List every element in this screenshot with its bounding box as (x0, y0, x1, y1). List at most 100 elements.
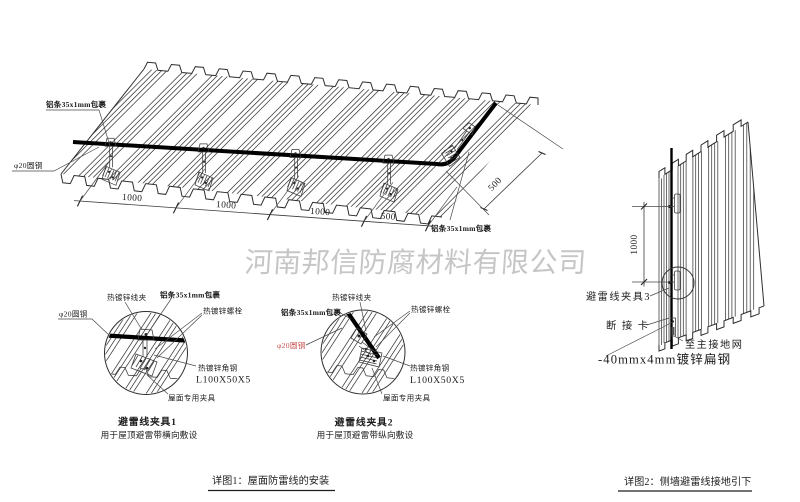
drawing-line (445, 170, 490, 216)
drawing-line (131, 355, 155, 372)
dim-1000-a: 1000 (122, 193, 143, 205)
drawing-line (175, 168, 206, 209)
drawing-line (640, 203, 648, 286)
drawing-line (154, 312, 203, 359)
wall-dim-text: 1000 (630, 234, 640, 254)
drawing-line (269, 175, 300, 215)
drawing-dot (388, 172, 391, 175)
d2-label-bolt: 热镀锌螺栓 (411, 304, 451, 314)
detail1-wire (106, 333, 186, 343)
d1-title: 避雷线夹具1 (118, 415, 177, 428)
label-strip-right: 铝条35x1mm包裹 (431, 223, 491, 233)
caption2-text: 详图2：侧墙避雷线接地引下 (624, 475, 751, 488)
drawing-line (104, 167, 110, 178)
drawing-dot (203, 160, 206, 163)
drawing-dot (295, 166, 298, 169)
drawing-line (200, 174, 205, 184)
drawing-dot (366, 354, 370, 358)
detail2-wire (343, 311, 381, 360)
d2-label-roof-clamp: 屋面专用夹具 (383, 393, 430, 403)
drawing-line (202, 151, 206, 173)
wall-left-edge (658, 178, 662, 345)
drawing-dot (357, 334, 361, 338)
drawing-dot (144, 333, 148, 336)
drawing-dot (296, 187, 299, 190)
drawing-line (382, 184, 388, 194)
dim-1000-b: 1000 (216, 200, 237, 212)
drawing-line (294, 157, 298, 179)
drawing-line (373, 310, 411, 348)
watermark-text: 河南邦信防腐材料有限公司 (244, 247, 588, 279)
d2-label-angle-steel: 热镀锌角钢 (410, 363, 450, 373)
caption-detail2: 详图2：侧墙避雷线接地引下 (618, 475, 752, 492)
wall-label-to-grid: 至主接地网 (685, 338, 743, 351)
leader-flat-steel (605, 321, 674, 357)
d1-label-rod: φ20圆钢 (59, 309, 88, 319)
detail-circle-1: 热镀锌线夹 铝条35x1mm包裹 热镀锌螺栓 φ20圆钢 热镀锌角钢 L100X… (58, 290, 250, 440)
wall-right-edge (747, 121, 765, 307)
wall-label-flat-steel: -40mmx4mm镀锌扁钢 (598, 352, 731, 367)
drawing-line (73, 200, 434, 227)
drawing-dot (389, 192, 392, 196)
drawing-line (387, 186, 393, 197)
leader-disconnect (646, 317, 670, 326)
drawing-line (663, 122, 755, 344)
roof-top-edge (143, 61, 539, 105)
d2-title: 避雷线夹具2 (335, 416, 394, 429)
roof-eave-edge (60, 173, 443, 225)
drawing-line (632, 206, 672, 283)
drawing-shape (350, 327, 368, 345)
drawing-line (387, 163, 391, 185)
drawing-line (58, 318, 111, 337)
dim-500-slope: 500 (487, 176, 505, 194)
drawing-line (197, 173, 203, 183)
drawing-dot (110, 155, 113, 158)
d1-label-strip: 铝条35x1mm包裹 (160, 290, 220, 300)
drawing-shape (286, 176, 306, 197)
drawing-dot (139, 359, 143, 363)
drawing-line (147, 298, 172, 334)
drawing-dot (372, 359, 376, 363)
drawing-dot (461, 138, 464, 141)
wire-clamp (379, 154, 399, 203)
d1-label-bolt: 热镀锌螺栓 (203, 306, 243, 316)
drawing-shape (289, 149, 302, 158)
drawing-shape (382, 154, 395, 164)
d1-label-wire-clip: 热镀锌线夹 (107, 292, 147, 302)
drawing-line (294, 181, 300, 191)
wire-clamp (101, 137, 121, 186)
detail1-circle-outline (104, 311, 188, 395)
drawing-dot (387, 157, 390, 161)
drawing-dot (450, 150, 453, 153)
drawing-rect (671, 327, 675, 335)
drawing-line (497, 104, 564, 150)
wall-clamp-circle (661, 266, 695, 300)
drawing-dot (107, 170, 111, 173)
drawing-dot (468, 126, 471, 130)
drawing-line (446, 150, 456, 157)
drawing-line (363, 182, 394, 222)
roof-slope-dimension: 500 (445, 104, 564, 216)
d1-subtitle: 用于屋顶避雷带横向敷设 (101, 429, 198, 440)
wall-dimension-1000: 1000 (630, 202, 672, 287)
wall-corrugation-lines (663, 122, 755, 344)
drawing-line (371, 367, 383, 395)
drawing-line (392, 189, 398, 199)
caption-detail1: 详图1：屋面防雷线的安装 (208, 474, 335, 492)
drawing-line (305, 327, 343, 346)
d2-label-rod: φ20圆钢 (277, 340, 306, 350)
detail2-clamp (350, 327, 383, 368)
caption1-text: 详图1：屋面防雷线的安装 (212, 474, 329, 487)
drawing-dot (111, 176, 114, 179)
drawing-shape (130, 353, 158, 377)
leader-rod-main (12, 146, 100, 172)
drawing-shape (379, 182, 399, 203)
d1-label-roof-clamp: 屋面专用夹具 (168, 393, 215, 403)
d2-label-angle-spec: L100X50X5 (410, 375, 465, 386)
drawing-line (450, 157, 460, 164)
drawing-line (483, 152, 543, 210)
drawing-line (109, 170, 115, 180)
